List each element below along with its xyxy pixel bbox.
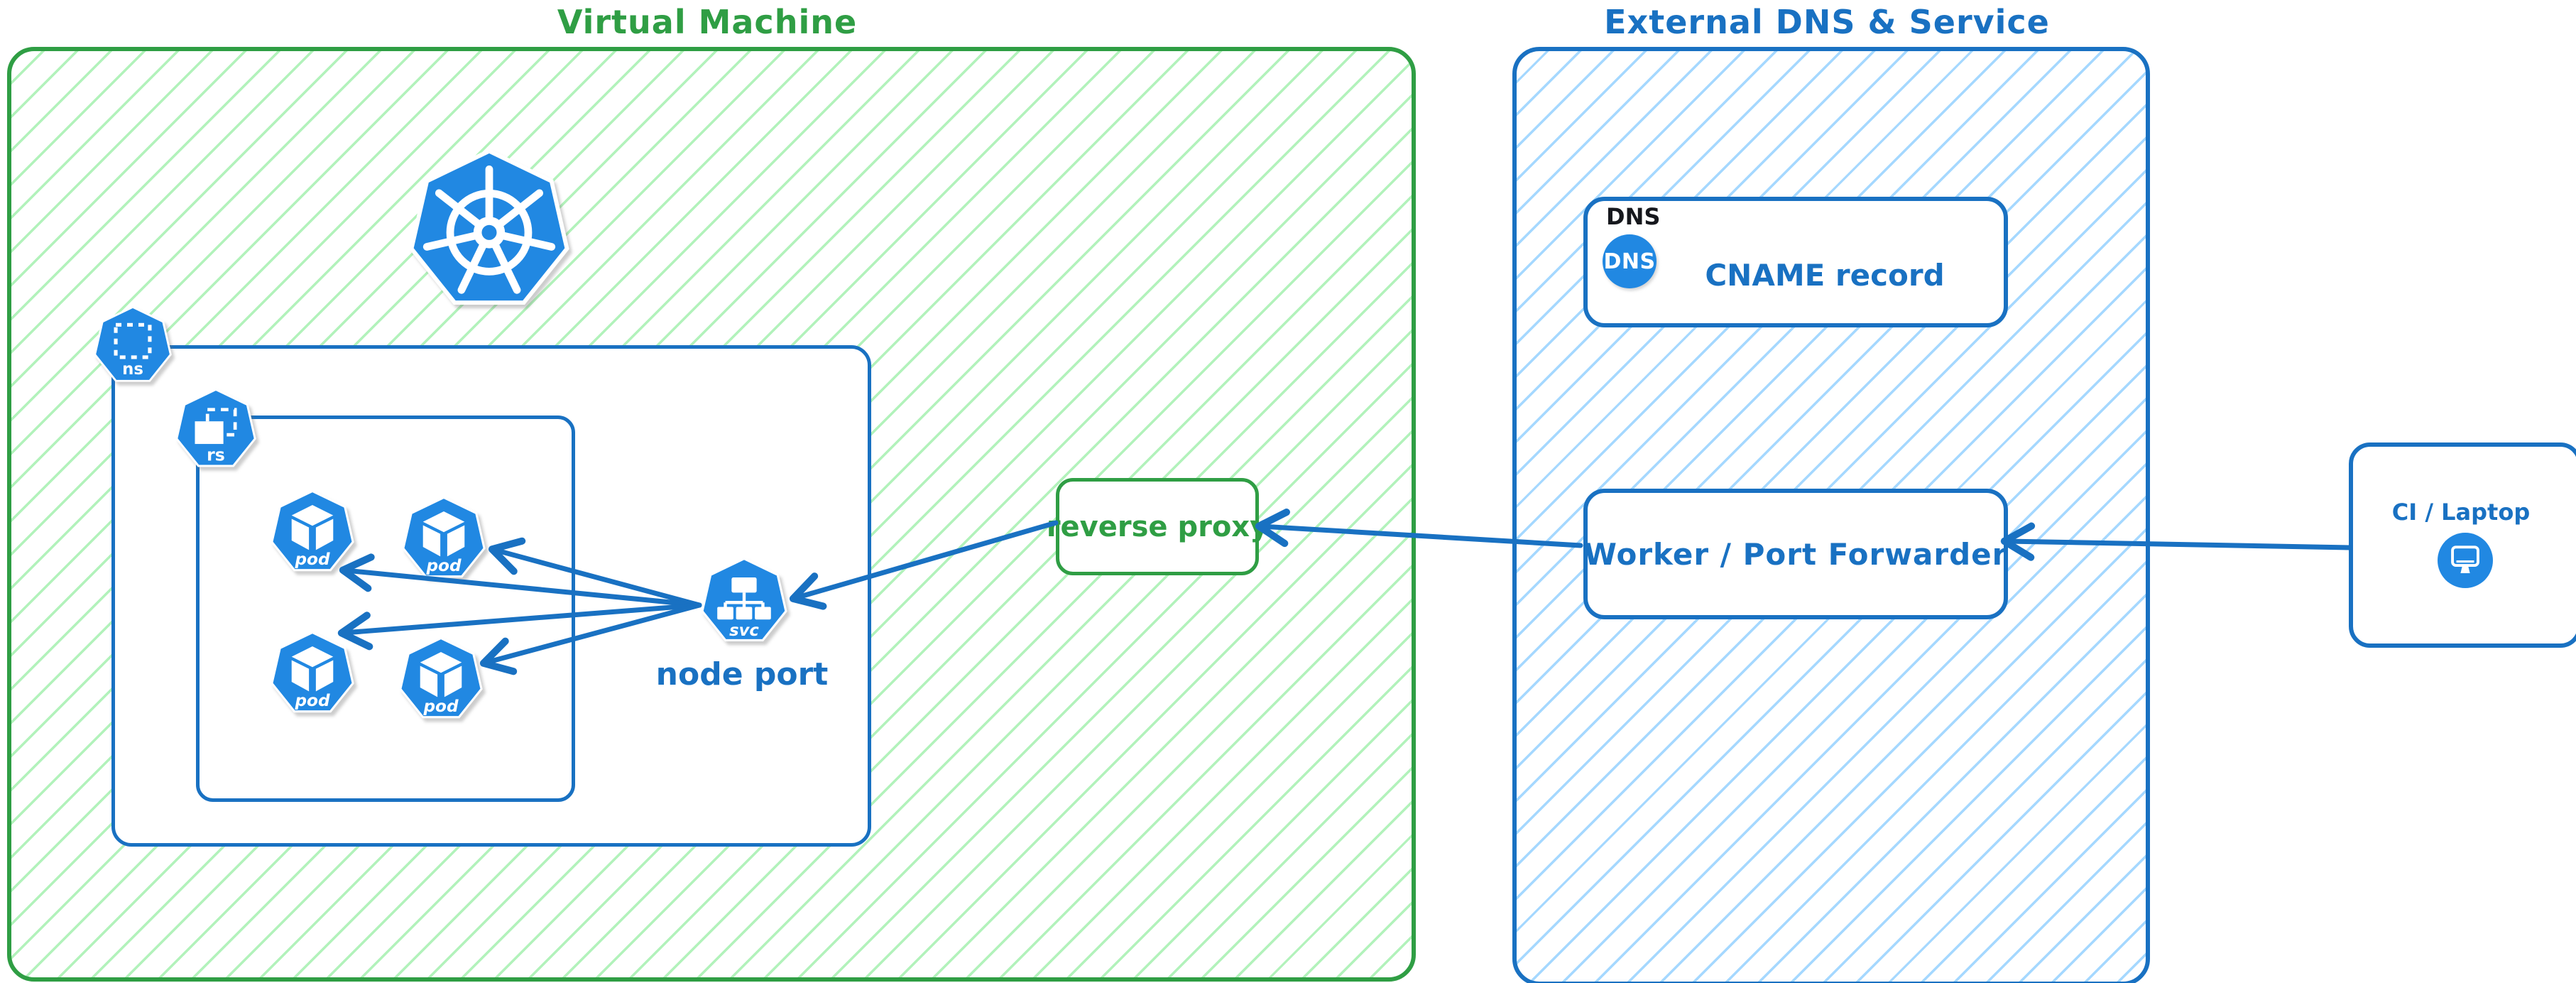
reverse-proxy-label: reverse proxy (1046, 510, 1269, 543)
worker-port-forwarder-label: Worker / Port Forwarder (1583, 536, 2008, 572)
pod-icon-label: pod (422, 697, 459, 716)
monitor-glyph (2451, 545, 2479, 573)
namespace-icon: ns (94, 305, 172, 382)
node-port-label: node port (655, 656, 829, 693)
ci-laptop-label: CI / Laptop (2391, 499, 2531, 526)
external-section-title: External DNS & Service (1604, 3, 2050, 41)
worker-port-forwarder-card: Worker / Port Forwarder (1583, 489, 2008, 619)
replicaset-icon: rs (175, 388, 256, 467)
service-icon: svc (701, 557, 787, 642)
cname-record-label: CNAME record (1705, 258, 1945, 293)
dns-badge-icon: DNS (1603, 234, 1657, 288)
vm-section-title: Virtual Machine (557, 3, 858, 41)
dns-tag-label: DNS (1606, 203, 1661, 230)
kubernetes-logo-icon (406, 148, 572, 314)
reverse-proxy-box: reverse proxy (1047, 478, 1268, 575)
namespace-icon-label: ns (122, 360, 143, 379)
replicaset-icon-label: rs (207, 445, 225, 465)
dns-badge-label: DNS (1603, 249, 1656, 274)
dns-cname-card (1583, 197, 2008, 327)
pod-icon: pod (271, 489, 354, 572)
service-icon-label: svc (729, 621, 759, 640)
pod-icon-label: pod (294, 550, 330, 569)
pod-icon-label: pod (425, 556, 462, 575)
monitor-icon (2438, 533, 2493, 588)
pod-icon-label: pod (294, 691, 330, 710)
pod-icon: pod (402, 496, 486, 578)
replicaset-box (196, 416, 575, 802)
pod-icon: pod (271, 631, 354, 713)
pod-icon: pod (399, 636, 483, 719)
